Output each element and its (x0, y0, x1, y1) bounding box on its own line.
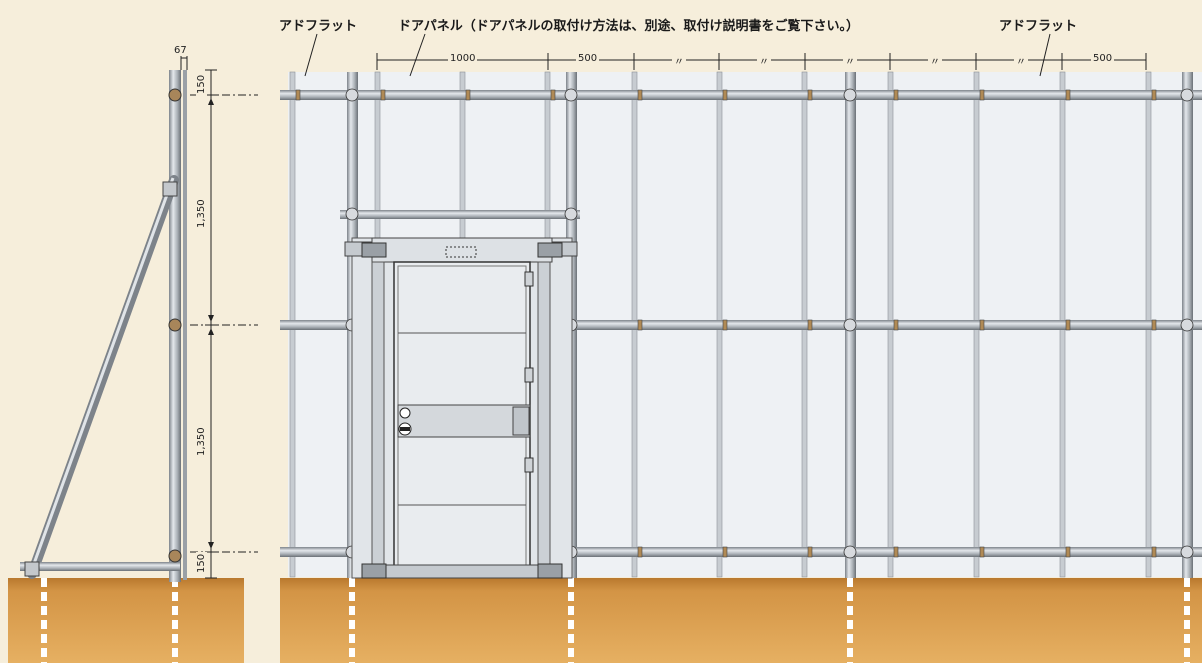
dim-span-4: 〃 (843, 53, 857, 68)
label-adflat-left: アドフラット (279, 19, 358, 34)
side-elevation (8, 54, 258, 663)
dim-side-top: 150 (196, 72, 207, 96)
dim-span-door: 1000 (448, 53, 478, 64)
front-elevation (280, 33, 1202, 663)
dim-span-2: 〃 (672, 53, 686, 68)
side-ground (8, 578, 244, 663)
dim-side-mid2: 1,350 (196, 425, 207, 458)
door-panel (344, 237, 578, 579)
dim-side-mid1: 1,350 (196, 197, 207, 230)
dim-span-1: 500 (576, 53, 600, 64)
label-adflat-right: アドフラット (999, 19, 1078, 34)
dim-span-6: 〃 (1014, 53, 1028, 68)
dim-67: 67 (172, 45, 189, 56)
label-door-panel: ドアパネル（ドアパネルの取付け方法は、別途、取付け説明書をご覧下さい。） (398, 19, 859, 34)
dim-span-3: 〃 (757, 53, 771, 68)
dim-span-5: 〃 (928, 53, 942, 68)
dim-span-last: 500 (1091, 53, 1115, 64)
front-ground (280, 578, 1202, 663)
dim-side-bottom: 150 (196, 551, 207, 575)
side-brace (27, 175, 179, 579)
rails (280, 90, 1202, 557)
